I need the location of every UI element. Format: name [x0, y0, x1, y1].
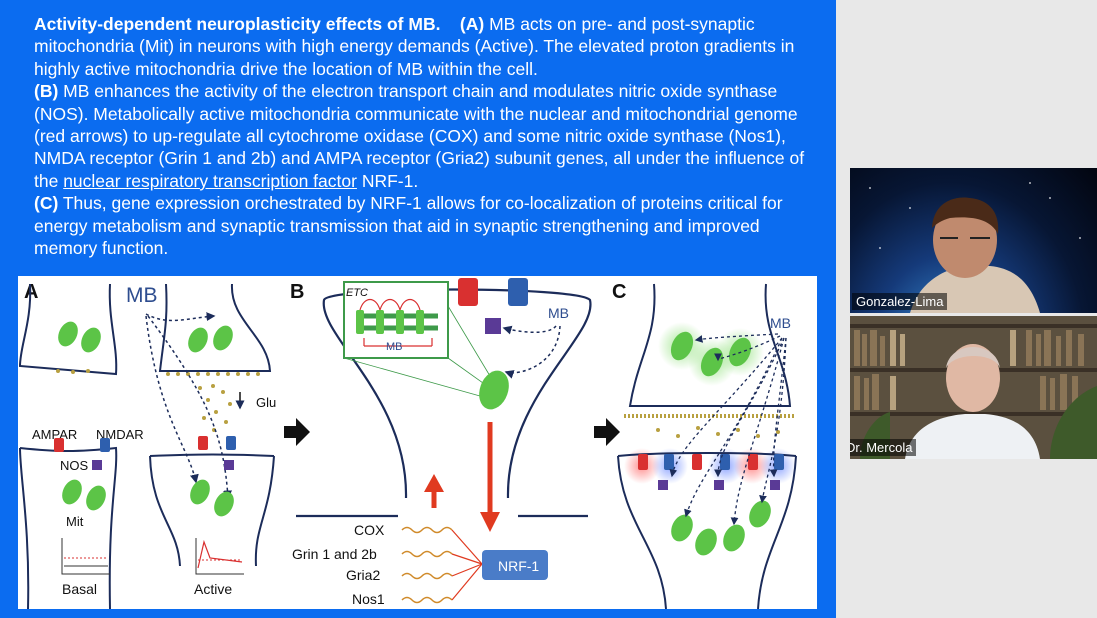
mitochondrion-icon: [81, 327, 101, 353]
mitochondrion-icon: [190, 479, 210, 505]
caption-c-label: (C): [34, 193, 59, 214]
active-trace-icon: [195, 538, 244, 575]
mitochondrion-icon: [479, 370, 509, 410]
ampar-receptor: [458, 278, 478, 306]
mitochondrion-icon: [58, 321, 78, 347]
caption-c-text: Thus, gene expression orchestrated by NR…: [34, 193, 783, 259]
nrf1-label: NRF-1: [498, 558, 539, 574]
ampar-receptor: [638, 454, 648, 470]
scientific-figure: A MB Glu AMPAR NMDAR: [18, 276, 817, 609]
participant-name: Gonzalez-Lima: [852, 293, 948, 310]
nos-icon: [92, 460, 102, 470]
arrow-up-icon: [424, 474, 444, 492]
participant-video: [850, 316, 1097, 459]
gene-cox-label: COX: [354, 522, 385, 538]
panel-c-mb-label: MB: [770, 315, 791, 331]
ampar-receptor: [692, 454, 702, 470]
video-tile-dr-mercola[interactable]: Dr. Mercola: [850, 316, 1097, 459]
arrow-down-icon: [480, 512, 500, 532]
basal-trace-icon: [61, 538, 110, 575]
etc-mb-label: MB: [386, 341, 403, 353]
mit-label: Mit: [66, 514, 84, 529]
caption-b-text: MB enhances the activity of the electron…: [34, 81, 805, 191]
dna-icon: [401, 526, 453, 604]
panel-b-mb-label: MB: [548, 305, 569, 321]
panel-c-letter: C: [612, 281, 626, 303]
mitochondrion-icon: [695, 528, 717, 556]
active-label: Active: [194, 581, 232, 597]
ampar-receptor: [198, 436, 208, 450]
presentation-slide: Activity-dependent neuroplasticity effec…: [0, 0, 836, 618]
slide-caption: Activity-dependent neuroplasticity effec…: [34, 13, 824, 259]
mitochondrion-icon: [213, 325, 233, 351]
nmdar-receptor: [226, 436, 236, 450]
arrow-right-icon: [284, 418, 310, 446]
mitochondrion-icon: [214, 491, 234, 517]
nos-icon: [485, 318, 501, 334]
ampar-receptor: [54, 438, 64, 452]
participant-video: [869, 182, 1081, 313]
caption-a-label: (A): [459, 14, 485, 34]
nmdar-receptor: [100, 438, 110, 452]
nmdar-receptor: [774, 454, 784, 470]
participant-name: Dr. Mercola: [850, 439, 917, 456]
panel-b-letter: B: [290, 281, 304, 303]
ampar-receptor: [748, 454, 758, 470]
panel-a: A MB Glu AMPAR NMDAR: [18, 281, 276, 609]
nrf1-box: [482, 550, 548, 580]
gene-gria2-label: Gria2: [346, 567, 380, 583]
mitochondrion-icon: [749, 500, 771, 528]
panel-c: C MB: [612, 281, 797, 609]
panel-b: B MB ETC MB: [290, 278, 592, 607]
mitochondrion-icon: [723, 524, 745, 552]
gene-grin-label: Grin 1 and 2b: [292, 546, 377, 562]
caption-b-label: (B): [34, 81, 59, 102]
basal-label: Basal: [62, 581, 97, 597]
caption-title: Activity-dependent neuroplasticity effec…: [34, 14, 441, 34]
nmdar-receptor: [720, 454, 730, 470]
caption-link[interactable]: nuclear respiratory transcription factor: [63, 170, 357, 191]
panel-a-letter: A: [24, 281, 38, 303]
ampar-label: AMPAR: [32, 427, 77, 442]
nos-label: NOS: [60, 458, 89, 473]
mitochondrion-icon: [188, 327, 208, 353]
nmdar-receptor: [664, 454, 674, 470]
mitochondrion-icon: [670, 331, 694, 361]
panel-a-mb-label: MB: [126, 284, 158, 307]
glu-label: Glu: [256, 395, 276, 410]
gene-nos1-label: Nos1: [352, 591, 385, 607]
mitochondrion-icon: [671, 514, 693, 542]
caption-b-text-end: NRF-1.: [361, 170, 419, 191]
caption-a-text: MB acts on pre- and post-synaptic mitoch…: [34, 14, 795, 79]
nos-icon: [224, 460, 234, 470]
mitochondrion-icon: [86, 485, 106, 511]
mitochondrion-icon: [62, 479, 82, 505]
arrow-right-icon: [594, 418, 620, 446]
video-tile-gonzalez-lima[interactable]: Gonzalez-Lima: [850, 168, 1097, 313]
etc-label: ETC: [346, 287, 368, 299]
nmdar-receptor: [508, 278, 528, 306]
